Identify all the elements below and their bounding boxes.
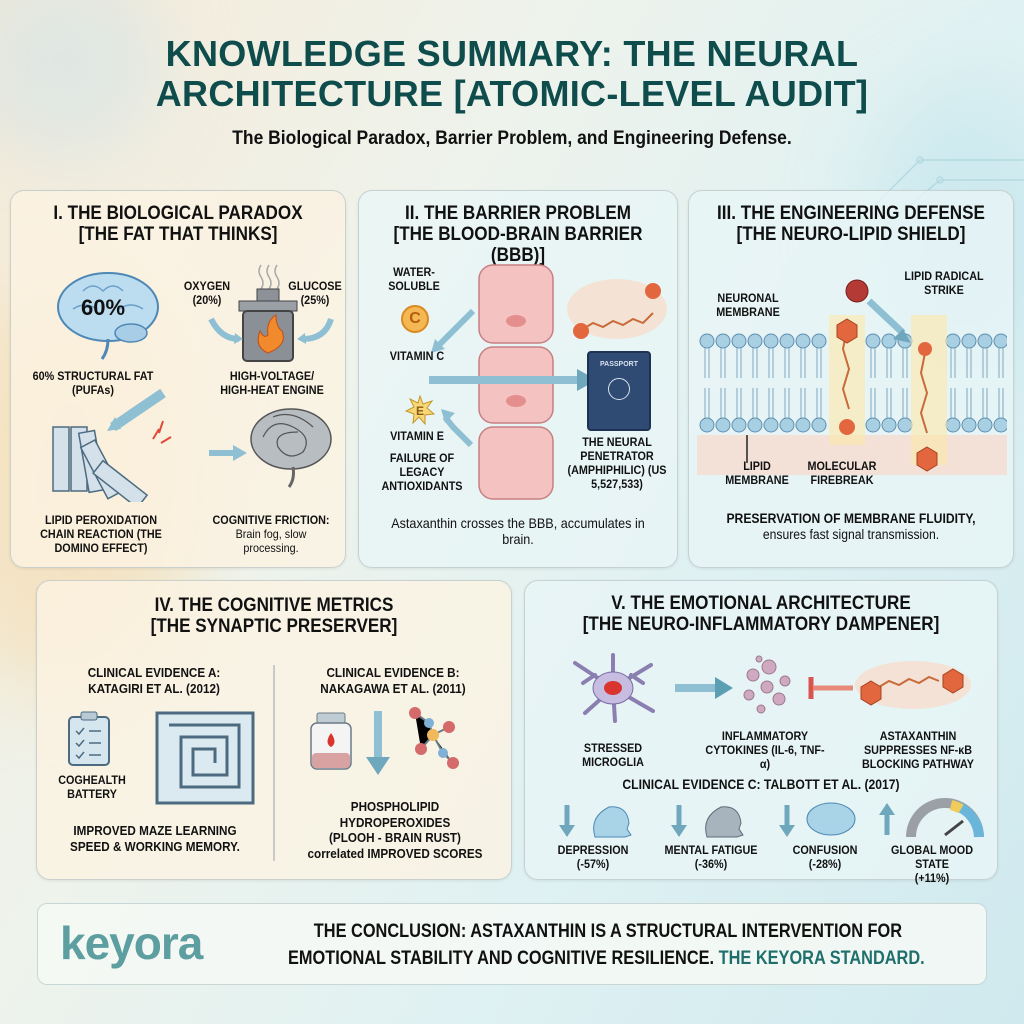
panel-title: II. THE BARRIER PROBLEM	[404, 203, 632, 224]
globe-icon	[608, 378, 630, 400]
metric-confusion: CONFUSION(-28%)	[792, 843, 858, 871]
radical-strike-icon	[845, 279, 911, 343]
divider	[273, 665, 275, 861]
passport-icon: PASSPORT	[587, 351, 651, 431]
inhibition-bar-icon	[808, 677, 853, 699]
panel-title: I. THE BIOLOGICAL PARADOX	[53, 203, 303, 224]
arrow-down-icon	[366, 711, 390, 775]
metric-mental-fatigue: MENTAL FATIGUE(-36%)	[664, 843, 758, 871]
domino-icon	[52, 388, 172, 502]
panel-biological-paradox: I. THE BIOLOGICAL PARADOX [THE FAT THAT …	[10, 190, 346, 568]
domino-effect-label: LIPID PEROXIDATION CHAIN REACTION (THE D…	[40, 513, 162, 555]
astaxanthin-molecule-icon	[855, 661, 971, 709]
vitamin-c-label: VITAMIN C	[389, 349, 445, 363]
brain-fat-percentage: 60%	[81, 295, 126, 320]
conclusion-text: THE CONCLUSION: ASTAXANTHIN IS A STRUCTU…	[288, 921, 925, 969]
coghealth-battery-label: COGHEALTH BATTERY	[58, 773, 126, 801]
evidence-a-result: IMPROVED MAZE LEARNING SPEED & WORKING M…	[70, 823, 240, 854]
panel-barrier-problem: II. THE BARRIER PROBLEM [THE BLOOD-BRAIN…	[358, 190, 678, 568]
metric-depression-icons	[555, 801, 655, 841]
lipid-membrane-label: LIPID MEMBRANE	[725, 459, 789, 487]
svg-text:E: E	[416, 404, 424, 418]
brain-icon	[57, 272, 159, 360]
evidence-b-heading: CLINICAL EVIDENCE B:NAKAGAWA ET AL. (201…	[320, 665, 466, 696]
microglia-icon	[573, 653, 655, 723]
arrow-through-icon	[429, 369, 597, 391]
lipid-bilayer-icon	[697, 315, 1007, 475]
page-subtitle: The Biological Paradox, Barrier Problem,…	[232, 128, 792, 149]
panel-engineering-defense: III. THE ENGINEERING DEFENSE [THE NEURO-…	[688, 190, 1014, 568]
blood-sample-bottle-icon	[310, 712, 352, 770]
oxygen-label: OXYGEN(20%)	[183, 279, 231, 307]
panel-title: V. THE EMOTIONAL ARCHITECTURE	[611, 593, 911, 614]
molecule-icon	[409, 707, 459, 769]
panel-subtitle: [THE FAT THAT THINKS]	[78, 224, 278, 245]
arrow-bounce-icon	[431, 308, 476, 353]
arrow-right-icon	[675, 677, 733, 699]
panel-subtitle: [THE NEURO-LIPID SHIELD]	[736, 224, 966, 245]
vitamin-e-icon: E	[405, 395, 435, 425]
radical-strike-label: LIPID RADICAL STRIKE	[904, 269, 984, 297]
astaxanthin-molecule-icon	[567, 279, 667, 339]
metric-depression: DEPRESSION(-57%)	[557, 843, 629, 871]
furnace-icon	[208, 264, 334, 362]
molecular-firebreak-label: MOLECULAR FIREBREAK	[807, 459, 877, 487]
vitamin-e-label: VITAMIN E	[390, 429, 444, 443]
conclusion-banner: keyora THE CONCLUSION: ASTAXANTHIN IS A …	[37, 903, 987, 985]
membrane-caption: PRESERVATION OF MEMBRANE FLUIDITY, ensur…	[726, 511, 976, 542]
metric-global-mood: GLOBAL MOOD STATE(+11%)	[890, 843, 973, 885]
metric-fatigue-icons	[667, 801, 767, 841]
panel-title: III. THE ENGINEERING DEFENSE	[717, 203, 985, 224]
neural-penetrator-label: THE NEURAL PENETRATOR (AMPHIPHILIC) (US …	[567, 435, 667, 491]
brain-fat-label: 60% STRUCTURAL FAT (PUFAs)	[32, 369, 154, 397]
glucose-label: GLUCOSE(25%)	[288, 279, 342, 307]
metric-mood-gauge-icons	[875, 795, 985, 841]
panel-emotional-architecture: V. THE EMOTIONAL ARCHITECTURE [THE NEURO…	[524, 580, 998, 885]
water-soluble-label: WATER- SOLUBLE	[388, 265, 440, 293]
panel-cognitive-metrics: IV. THE COGNITIVE METRICS [THE SYNAPTIC …	[36, 580, 512, 880]
keyora-standard: THE KEYORA STANDARD.	[718, 948, 925, 969]
neuronal-membrane-label: NEURONAL MEMBRANE	[716, 291, 780, 319]
panel-subtitle: [THE SYNAPTIC PRESERVER]	[150, 616, 398, 637]
arrow-bounce-icon	[441, 409, 474, 447]
legacy-antioxidants-label: FAILURE OF LEGACY ANTIOXIDANTS	[381, 451, 463, 493]
astaxanthin-label: ASTAXANTHIN SUPPRESSES NF-κB BLOCKING PA…	[861, 729, 974, 771]
panel-title: IV. THE COGNITIVE METRICS	[154, 595, 394, 616]
clipboard-checklist-icon	[68, 711, 110, 766]
keyora-logo: keyora	[60, 917, 203, 969]
blood-brain-barrier-icon	[478, 264, 554, 500]
tangled-brain-icon	[250, 408, 332, 488]
arrow-right-icon	[209, 445, 247, 461]
barrier-caption: Astaxanthin crosses the BBB, accumulates…	[391, 515, 645, 547]
cytokines-icon	[743, 655, 791, 714]
cognitive-friction-label: COGNITIVE FRICTION: Brain fog, slow proc…	[212, 513, 330, 555]
engine-label: HIGH-VOLTAGE/ HIGH-HEAT ENGINE	[220, 369, 324, 397]
evidence-c-heading: CLINICAL EVIDENCE C: TALBOTT ET AL. (201…	[622, 777, 900, 792]
page-title: KNOWLEDGE SUMMARY: THE NEURAL ARCHITECTU…	[155, 33, 869, 114]
maze-icon	[155, 711, 255, 805]
page-header: KNOWLEDGE SUMMARY: THE NEURAL ARCHITECTU…	[0, 34, 1024, 150]
panel-subtitle: [THE BLOOD-BRAIN BARRIER (BBB)]	[393, 224, 643, 266]
vitamin-c-icon: C	[401, 305, 429, 333]
panel-subtitle: [THE NEURO-INFLAMMATORY DAMPENER]	[582, 614, 940, 635]
evidence-b-result: PHOSPHOLIPID HYDROPEROXIDES (PLOOH - BRA…	[307, 799, 483, 861]
cytokines-label: INFLAMMATORY CYTOKINES (IL-6, TNF-α)	[705, 729, 825, 771]
microglia-label: STRESSED MICROGLIA	[582, 741, 644, 769]
evidence-a-heading: CLINICAL EVIDENCE A:KATAGIRI ET AL. (201…	[87, 665, 221, 696]
metric-confusion-icons	[775, 801, 875, 841]
